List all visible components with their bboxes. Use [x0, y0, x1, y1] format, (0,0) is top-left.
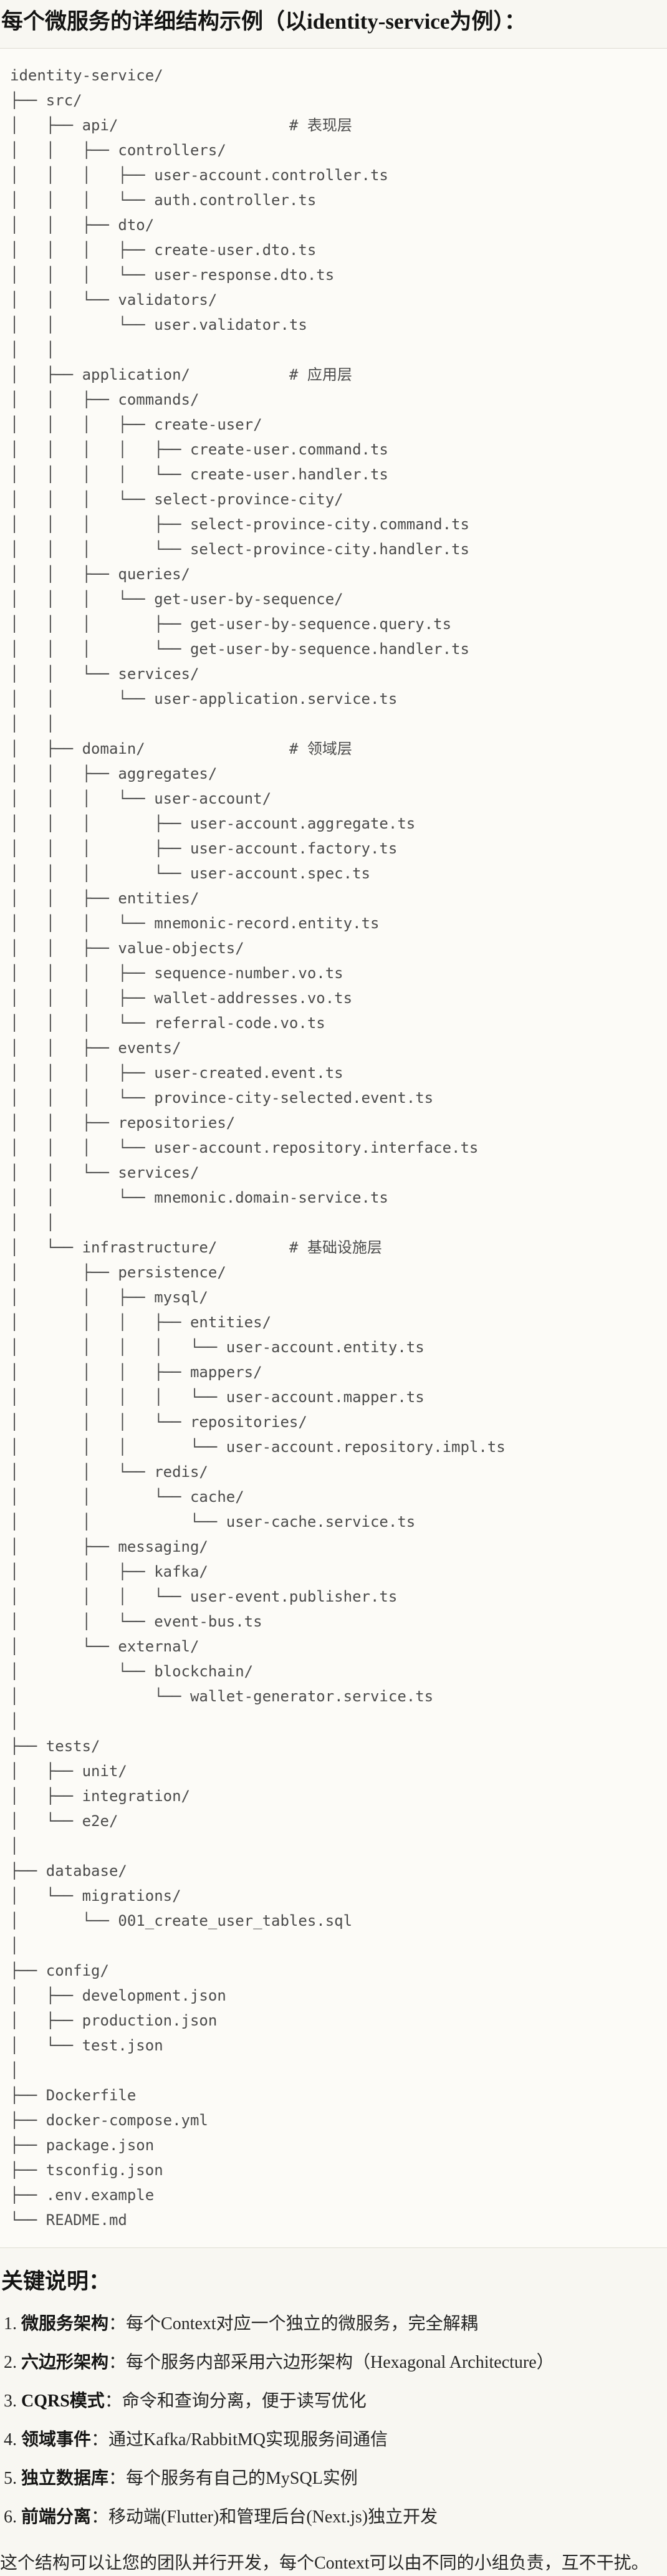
- notes-list: 1. 微服务架构：每个Context对应一个独立的微服务，完全解耦 2. 六边形架…: [0, 2312, 667, 2530]
- note-item: 6. 前端分离：移动端(Flutter)和管理后台(Next.js)独立开发: [4, 2505, 667, 2530]
- note-item: 4. 领域事件：通过Kafka/RabbitMQ实现服务间通信: [4, 2428, 667, 2453]
- page-title: 每个微服务的详细结构示例（以identity-service为例）：: [1, 9, 526, 34]
- note-text: ：每个Context对应一个独立的微服务，完全解耦: [108, 2314, 478, 2333]
- directory-tree: identity-service/ ├── src/ │ ├── api/ # …: [10, 67, 506, 2229]
- note-item: 2. 六边形架构：每个服务内部采用六边形架构（Hexagonal Archite…: [4, 2350, 667, 2375]
- note-label: CQRS模式: [21, 2391, 105, 2411]
- note-text: ：通过Kafka/RabbitMQ实现服务间通信: [91, 2430, 388, 2449]
- note-number: 4.: [4, 2430, 17, 2449]
- note-text: ：命令和查询分离，便于读写优化: [104, 2391, 367, 2411]
- note-number: 6.: [4, 2507, 17, 2527]
- note-label: 领域事件: [21, 2430, 92, 2449]
- code-block: identity-service/ ├── src/ │ ├── api/ # …: [0, 48, 667, 2248]
- closing-paragraph: 这个结构可以让您的团队并行开发，每个Context可以由不同的小组负责，互不干扰…: [0, 2554, 649, 2573]
- note-number: 1.: [4, 2314, 17, 2333]
- note-label: 前端分离: [21, 2507, 92, 2527]
- note-item: 3. CQRS模式：命令和查询分离，便于读写优化: [4, 2389, 667, 2414]
- notes-heading: 关键说明：: [1, 2269, 111, 2294]
- note-item: 5. 独立数据库：每个服务有自己的MySQL实例: [4, 2466, 667, 2491]
- note-label: 六边形架构: [21, 2353, 109, 2372]
- note-label: 微服务架构: [21, 2314, 109, 2333]
- note-label: 独立数据库: [21, 2469, 109, 2488]
- note-text: ：每个服务有自己的MySQL实例: [108, 2469, 358, 2488]
- note-number: 3.: [4, 2391, 17, 2411]
- note-text: ：每个服务内部采用六边形架构（Hexagonal Architecture）: [108, 2353, 554, 2372]
- note-item: 1. 微服务架构：每个Context对应一个独立的微服务，完全解耦: [4, 2312, 667, 2337]
- document: 每个微服务的详细结构示例（以identity-service为例）： ident…: [0, 7, 667, 2576]
- note-text: ：移动端(Flutter)和管理后台(Next.js)独立开发: [91, 2507, 438, 2527]
- note-number: 2.: [4, 2353, 17, 2372]
- note-number: 5.: [4, 2469, 17, 2488]
